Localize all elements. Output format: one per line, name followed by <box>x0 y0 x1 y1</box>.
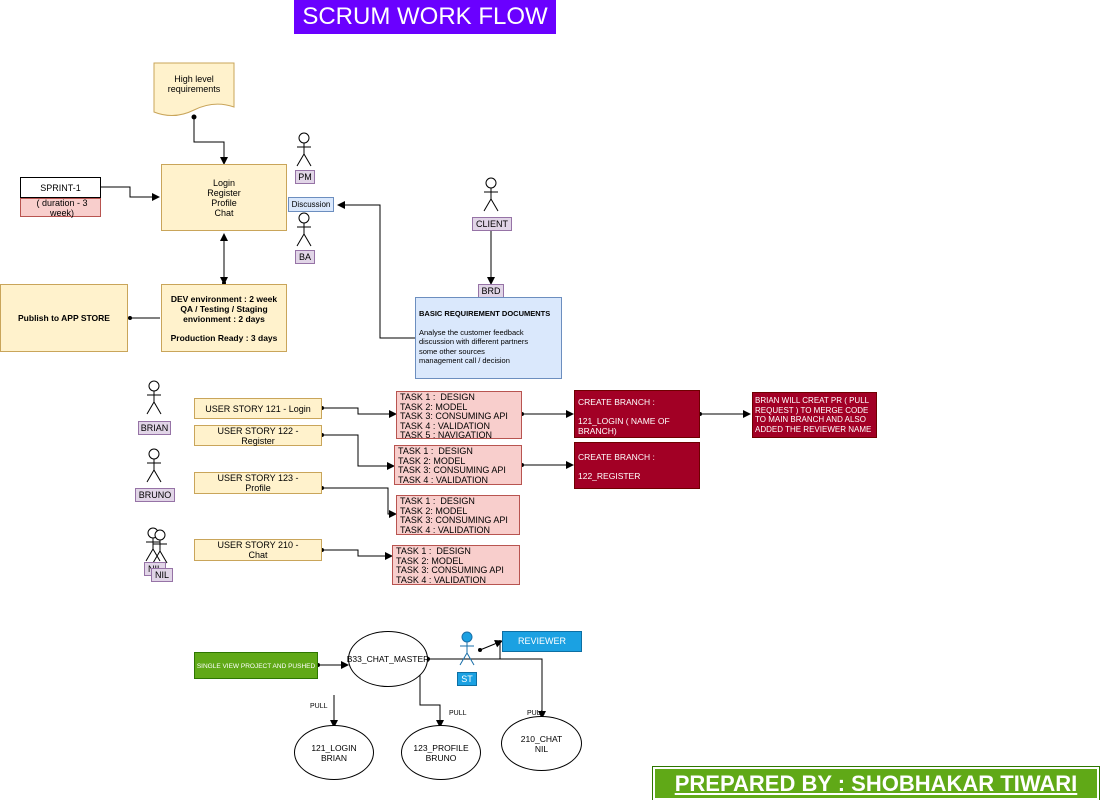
task-item: TASK 3: CONSUMING API <box>400 411 508 422</box>
branch-node-branch: 123_PROFILE <box>413 742 469 753</box>
feature-register: Register <box>207 187 241 198</box>
branch-name: 121_LOGIN ( NAME OF BRANCH) <box>578 416 670 436</box>
discussion-label: Discussion <box>288 197 334 212</box>
branch-node-dev: NIL <box>534 743 549 754</box>
branch-node-dev: BRUNO <box>425 752 457 763</box>
publish-box: Publish to APP STORE <box>0 284 128 352</box>
task-item: TASK 5 : NAVIGATION <box>400 430 493 441</box>
branch-node-chat: 210_CHAT NIL <box>501 716 582 771</box>
branch-title: CREATE BRANCH : <box>578 397 655 407</box>
environments-box: DEV environment : 2 week QA / Testing / … <box>161 284 287 352</box>
footer-banner: PREPARED BY : SHOBHAKAR TIWARI <box>652 766 1100 800</box>
user-story-123: USER STORY 123 - Profile <box>194 472 322 494</box>
task-item: TASK 4 : VALIDATION <box>398 474 489 485</box>
pull-label-login: PULL <box>310 703 328 710</box>
branch-node-dev: BRIAN <box>321 752 347 763</box>
dev-nil-label: NIL <box>151 568 173 582</box>
user-story-121: USER STORY 121 - Login <box>194 398 322 419</box>
brd-line: Analyse the customer feedback <box>419 327 524 337</box>
task-item: TASK 1 : DESIGN <box>396 546 471 556</box>
dev-bruno-label: BRUNO <box>135 488 175 502</box>
dev-brian-label: BRIAN <box>138 421 171 435</box>
brd-title: BASIC REQUIREMENT DOCUMENTS <box>419 309 551 318</box>
branch-node-branch: 121_LOGIN <box>311 742 357 753</box>
actor-st-label: ST <box>457 672 477 686</box>
branch-node-login: 121_LOGIN BRIAN <box>294 725 374 780</box>
page-title-banner: SCRUM WORK FLOW <box>294 0 556 34</box>
task-item: TASK 4 : VALIDATION <box>400 524 491 535</box>
task-item: TASK 2: MODEL <box>396 555 464 566</box>
branch-title: CREATE BRANCH : <box>578 452 655 462</box>
branch-name: 122_REGISTER <box>578 471 641 481</box>
single-view-box: SINGLE VIEW PROJECT AND PUSHED IT <box>194 652 318 697</box>
task-item: TASK 4 : VALIDATION <box>396 574 487 585</box>
pull-label-chat: PULL <box>527 710 545 717</box>
branch-box-register: CREATE BRANCH : 122_REGISTER <box>574 442 700 489</box>
task-group-login: TASK 1 : DESIGN TASK 2: MODEL TASK 3: CO… <box>396 391 522 441</box>
brd-line: discussion with different partners <box>419 337 529 346</box>
feature-chat: Chat <box>214 207 234 218</box>
env-qa: QA / Testing / Staging envionment : 2 da… <box>180 303 268 324</box>
user-story-122: USER STORY 122 - Register <box>194 425 322 446</box>
task-group-profile: TASK 1 : DESIGN TASK 2: MODEL TASK 3: CO… <box>396 495 520 535</box>
task-item: TASK 3: CONSUMING API <box>400 515 508 526</box>
task-item: TASK 2: MODEL <box>400 505 468 516</box>
actor-figures <box>145 132 499 564</box>
brd-line: management call / decision <box>419 356 510 365</box>
pr-note-box: BRIAN WILL CREAT PR ( PULL REQUEST ) TO … <box>752 392 877 438</box>
pull-label-profile: PULL <box>449 710 467 717</box>
features-box: Login Register Profile Chat <box>161 164 287 231</box>
user-story-210: USER STORY 210 - Chat <box>194 539 322 561</box>
requirements-doc-shape <box>153 62 235 116</box>
branch-node-branch: 210_CHAT <box>520 733 563 744</box>
task-item: TASK 2: MODEL <box>400 401 468 412</box>
task-item: TASK 3: CONSUMING API <box>398 465 506 476</box>
actor-ba-label: BA <box>295 250 315 264</box>
st-actor-figure <box>459 631 475 666</box>
env-prod: Production Ready : 3 days <box>170 332 278 343</box>
brd-line: some other sources <box>419 346 485 356</box>
branch-box-login: CREATE BRANCH : 121_LOGIN ( NAME OF BRAN… <box>574 390 700 438</box>
task-item: TASK 2: MODEL <box>398 455 466 466</box>
requirements-doc-text: High level requirements <box>167 74 221 94</box>
branch-node-profile: 123_PROFILE BRUNO <box>401 725 481 780</box>
task-item: TASK 1 : DESIGN <box>400 392 475 402</box>
task-group-register: TASK 1 : DESIGN TASK 2: MODEL TASK 3: CO… <box>394 445 522 485</box>
master-branch-node: B33_CHAT_MASTER <box>347 631 429 687</box>
sprint-duration: ( duration - 3 week) <box>20 198 101 218</box>
actor-pm-label: PM <box>295 170 315 184</box>
task-item: TASK 3: CONSUMING API <box>396 565 504 576</box>
task-item: TASK 4 : VALIDATION <box>400 420 491 431</box>
task-group-chat: TASK 1 : DESIGN TASK 2: MODEL TASK 3: CO… <box>392 545 520 585</box>
brd-label: BRD <box>478 284 504 298</box>
actor-client-label: CLIENT <box>472 217 512 231</box>
env-dev: DEV environment : 2 week <box>170 293 278 304</box>
feature-profile: Profile <box>211 197 237 208</box>
task-item: TASK 1 : DESIGN <box>400 496 475 506</box>
brd-box: BASIC REQUIREMENT DOCUMENTS Analyse the … <box>415 297 562 379</box>
feature-login: Login <box>212 177 236 188</box>
task-item: TASK 1 : DESIGN <box>398 446 473 456</box>
reviewer-box: REVIEWER <box>502 631 582 652</box>
sprint-name: SPRINT-1 <box>20 177 101 198</box>
